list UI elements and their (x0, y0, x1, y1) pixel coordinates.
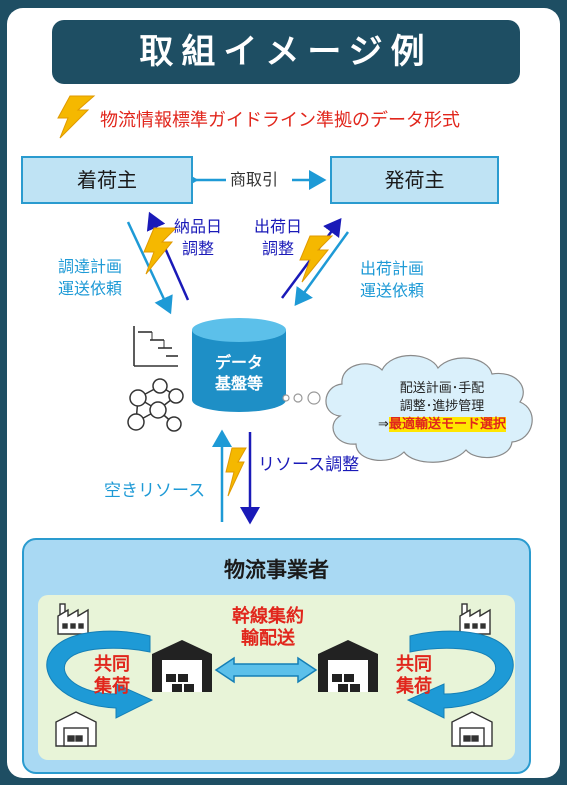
factory-icon (459, 603, 491, 635)
procurement-label: 調達計画運送依頼 (57, 257, 122, 298)
page-title: 取組イメージ例 (52, 20, 520, 84)
trunk-transport-label: 幹線集約輸配送 (232, 606, 304, 649)
cloud-shape (325, 355, 533, 463)
logistics-operator-title: 物流事業者 (224, 558, 329, 582)
trunk-transport-arrow (214, 656, 318, 684)
joint-collection-label-left: 共同集荷 (94, 654, 130, 697)
free-resource-label: 空きリソース (104, 481, 206, 501)
database-icon (192, 318, 286, 412)
lightning-icon (143, 227, 178, 275)
shipping-date-label: 出荷日調整 (253, 217, 302, 258)
distribution-center-icon (318, 640, 378, 692)
lightning-icon (57, 95, 96, 139)
database-label: データ基盤等 (214, 353, 263, 393)
thought-bubble-dots (282, 391, 321, 405)
joint-collection-arrow-left (46, 630, 154, 719)
lightning-icon (225, 447, 247, 497)
joint-collection-label-right: 共同集荷 (396, 654, 432, 697)
legend-label: 物流情報標準ガイドライン準拠のデータ形式 (100, 110, 460, 131)
delivery-date-label: 納品日調整 (173, 217, 222, 258)
shipping-plan-label: 出荷計画運送依頼 (359, 259, 424, 300)
distribution-center-icon (152, 640, 212, 692)
cloud-text: 配送計画･手配 調整･進捗管理 ⇒最適輸送モード選択 (378, 381, 506, 432)
joint-collection-arrow-right (406, 630, 514, 719)
logistics-operator-panel: 物流事業者 (22, 538, 531, 774)
gantt-chart-icon (133, 326, 178, 367)
logistics-operations-area (38, 595, 515, 760)
network-icon (127, 378, 184, 432)
warehouse-icon (451, 711, 493, 747)
shipper-box: 発荷主 (330, 156, 499, 204)
lightning-icon (299, 235, 334, 283)
factory-icon (57, 603, 89, 635)
warehouse-icon (55, 711, 97, 747)
commerce-label: 商取引 (230, 170, 279, 189)
shipping-plan-arrow (294, 231, 350, 307)
consignee-box: 着荷主 (21, 156, 193, 204)
resource-adjust-label: リソース調整 (258, 455, 360, 475)
